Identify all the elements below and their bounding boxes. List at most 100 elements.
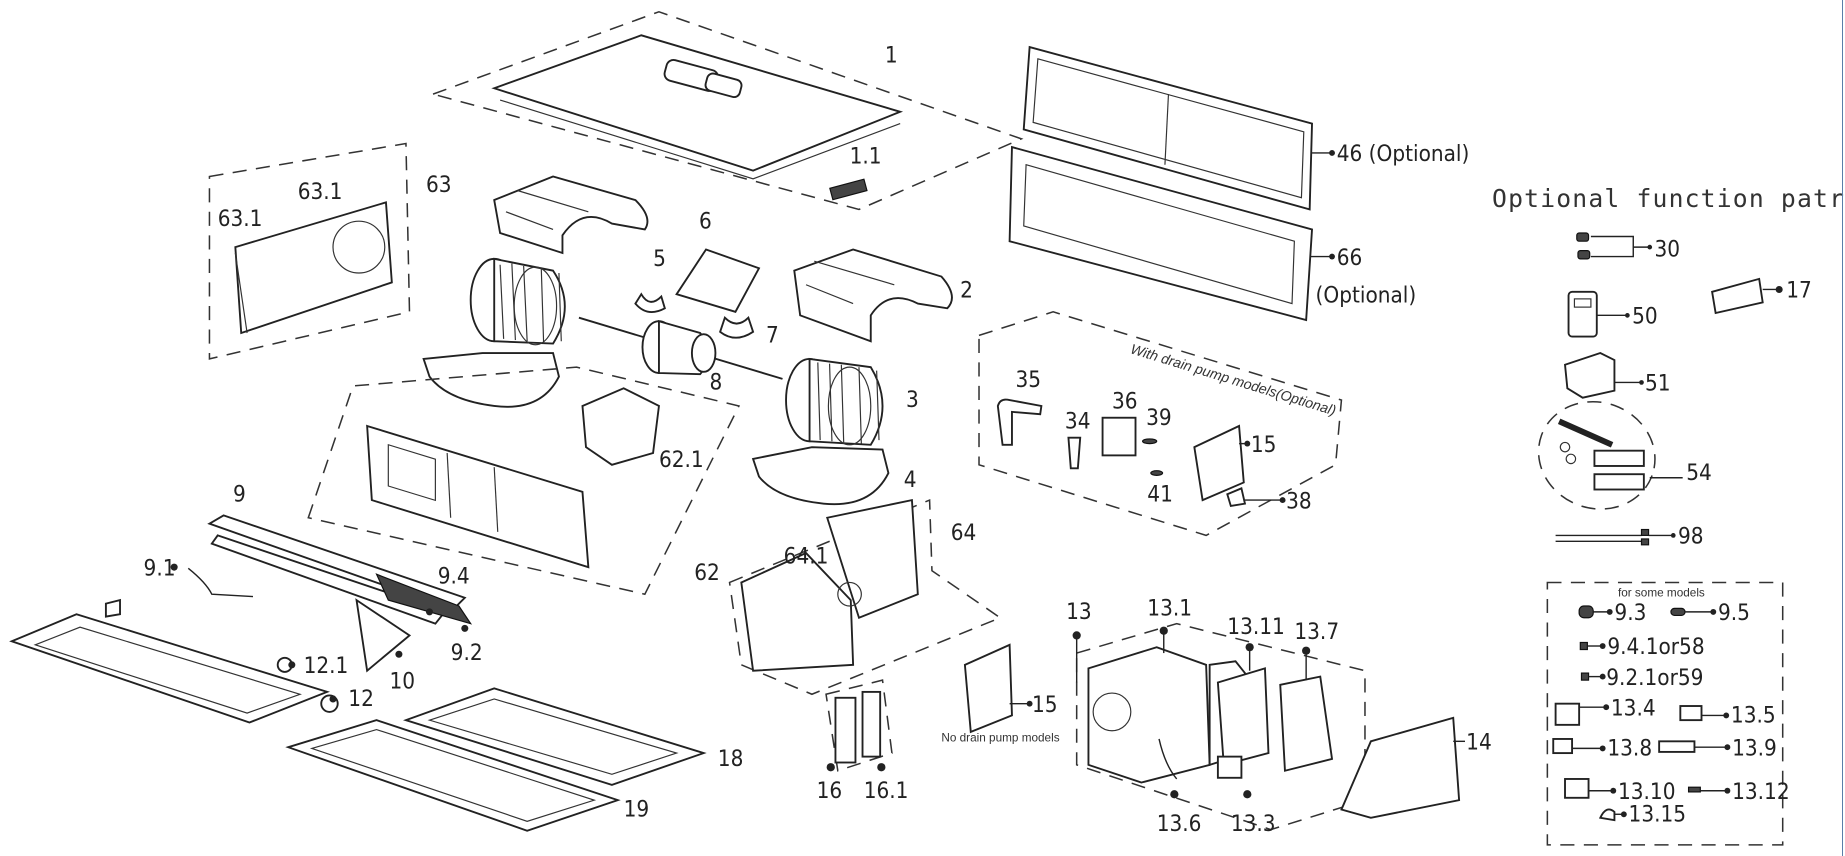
part-16-display-boards	[825, 679, 893, 772]
part-frame	[1008, 145, 1314, 322]
label-63-1-a: 63.1	[298, 179, 343, 205]
label-9-1: 9.1	[144, 555, 176, 581]
label-13-4: 13.4	[1611, 695, 1656, 721]
leader-lines	[170, 150, 1783, 799]
label-8: 8	[710, 369, 723, 395]
label-64-1: 64.1	[784, 544, 829, 570]
label-66: 66	[1337, 245, 1363, 271]
label-39: 39	[1146, 405, 1172, 431]
part-12-drain-tray	[9, 613, 339, 724]
label-54: 54	[1686, 460, 1712, 486]
label-13-9: 13.9	[1732, 735, 1777, 761]
part-13-7-module	[1279, 675, 1334, 772]
label-41: 41	[1147, 481, 1173, 507]
label-14: 14	[1466, 730, 1492, 756]
part-fan-wheel-right	[785, 357, 884, 446]
part-19-panel	[285, 719, 621, 832]
part-64-box	[740, 498, 919, 672]
part-9-coil	[207, 514, 473, 625]
label-63: 63	[426, 172, 452, 198]
label-63-1-b: 63.1	[218, 206, 263, 232]
part-blower-housing-upper	[493, 175, 649, 255]
part-mount-5	[634, 292, 666, 313]
part-63-board	[234, 201, 393, 335]
part-13-11-board	[1216, 667, 1270, 767]
some-models-leaders	[1552, 605, 1731, 822]
label-3: 3	[906, 387, 919, 413]
label-30: 30	[1654, 237, 1680, 263]
part-54-accessories	[1537, 400, 1656, 510]
group-outline-top	[430, 10, 1024, 211]
label-17: 17	[1786, 278, 1812, 304]
label-62: 62	[694, 560, 720, 586]
label-19: 19	[624, 797, 650, 823]
label-13-1: 13.1	[1147, 595, 1192, 621]
label-16-1: 16.1	[864, 778, 909, 804]
label-18: 18	[718, 746, 744, 772]
label-64: 64	[951, 520, 977, 546]
part-17-panel	[1711, 277, 1764, 315]
label-16: 16	[817, 778, 843, 804]
optional-parts-title: Optional function patrs	[1492, 184, 1845, 213]
label-13-11: 13.11	[1227, 614, 1285, 640]
part-10-bracket	[355, 598, 412, 673]
part-36-pump	[1101, 416, 1137, 457]
part-50-remote	[1567, 290, 1598, 338]
label-1: 1	[885, 42, 898, 68]
part-scroll-lower-right	[751, 446, 890, 506]
part-13-3-relay	[1216, 755, 1243, 779]
label-9-5: 9.5	[1718, 600, 1750, 626]
part-filter	[1022, 45, 1313, 211]
group-outline-64	[728, 498, 1002, 696]
part-13-6-wire	[1158, 738, 1178, 780]
label-13-5: 13.5	[1731, 702, 1776, 728]
label-13-8: 13.8	[1607, 735, 1652, 761]
label-12: 12	[348, 686, 374, 712]
part-15-board-no-pump	[963, 643, 1013, 734]
label-38: 38	[1286, 488, 1312, 514]
part-scroll-lower-left	[422, 352, 560, 408]
label-13-10: 13.10	[1618, 779, 1676, 805]
label-13-12: 13.12	[1732, 779, 1790, 805]
part-motor	[641, 319, 717, 376]
note-no-drain-pump: No drain pump models	[941, 731, 1059, 744]
part-41-washer	[1150, 470, 1164, 476]
label-35: 35	[1015, 367, 1041, 393]
part-mount-7	[719, 315, 755, 339]
part-62-1-bracket	[581, 387, 660, 466]
part-9-1-sensor	[187, 567, 254, 598]
part-62-panel	[366, 424, 590, 569]
note-some-models: for some models	[1618, 587, 1705, 600]
label-1-1: 1.1	[850, 144, 882, 170]
part-35-hose	[996, 398, 1043, 446]
label-2: 2	[960, 278, 973, 304]
label-4: 4	[904, 467, 917, 493]
label-9-4: 9.4	[438, 564, 470, 590]
part-98-harness	[1555, 528, 1650, 546]
label-15-no-pump: 15	[1032, 692, 1058, 718]
part-top-plate	[491, 34, 904, 180]
part-39-washer	[1141, 438, 1158, 445]
label-36: 36	[1112, 388, 1138, 414]
label-66-optional: (Optional)	[1316, 282, 1417, 308]
part-51-holder	[1563, 351, 1616, 399]
part-labels: 1 1.1 46 (Optional) 66 (Optional) 63 63.…	[144, 42, 1812, 836]
part-valve	[104, 598, 121, 618]
part-30-screws	[1576, 232, 1634, 260]
label-34: 34	[1065, 408, 1091, 434]
label-62-1: 62.1	[659, 447, 704, 473]
label-9-3: 9.3	[1614, 600, 1646, 626]
part-1-1-clip	[829, 178, 868, 201]
label-9-2: 9.2	[451, 640, 483, 666]
label-13-7: 13.7	[1294, 619, 1339, 645]
label-13-3: 13.3	[1231, 811, 1276, 837]
window-edge	[1842, 0, 1843, 856]
label-9-4-1: 9.4.1or58	[1607, 634, 1704, 660]
label-46: 46 (Optional)	[1337, 141, 1470, 167]
label-15: 15	[1251, 432, 1277, 458]
label-98: 98	[1678, 524, 1704, 550]
part-38-sensor	[1226, 487, 1247, 508]
label-13: 13	[1066, 599, 1092, 625]
label-12-1: 12.1	[304, 653, 349, 679]
